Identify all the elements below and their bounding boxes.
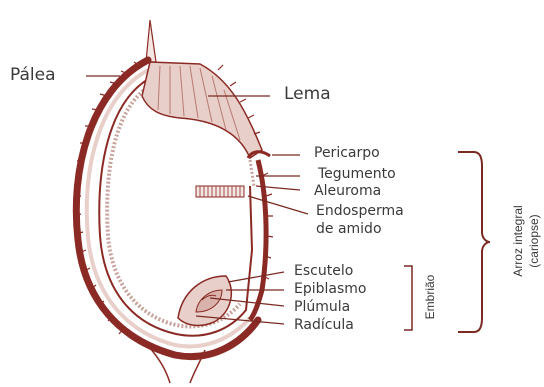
embriao-group-label: Embrião — [423, 267, 437, 327]
lema-label: Lema — [284, 86, 331, 103]
pericarpo-label: Pericarpo — [314, 146, 380, 160]
leader-escutelo — [228, 272, 284, 282]
epiblasmo-label: Epiblasmo — [294, 282, 366, 296]
aleuroma-label: Aleuroma — [314, 184, 381, 198]
tegument-tip — [250, 160, 254, 186]
awn-spike — [146, 20, 156, 62]
tegumento-label: Tegumento — [318, 167, 396, 181]
arroz-integral-group-label: Arroz integral — [511, 191, 525, 291]
endosperma-label-2: de amido — [316, 222, 382, 236]
radicula-label: Radícula — [294, 318, 354, 332]
plumula-label: Plúmula — [294, 300, 350, 314]
escutelo-label: Escutelo — [294, 264, 353, 278]
endosperma-label-1: Endosperma — [316, 204, 404, 218]
arroz-integral-bracket — [458, 152, 490, 332]
cariopse-group-label: (cariopse) — [527, 201, 541, 281]
embriao-bracket — [404, 266, 412, 330]
palea-label: Pálea — [10, 67, 56, 84]
leader-endosperma — [248, 196, 308, 214]
